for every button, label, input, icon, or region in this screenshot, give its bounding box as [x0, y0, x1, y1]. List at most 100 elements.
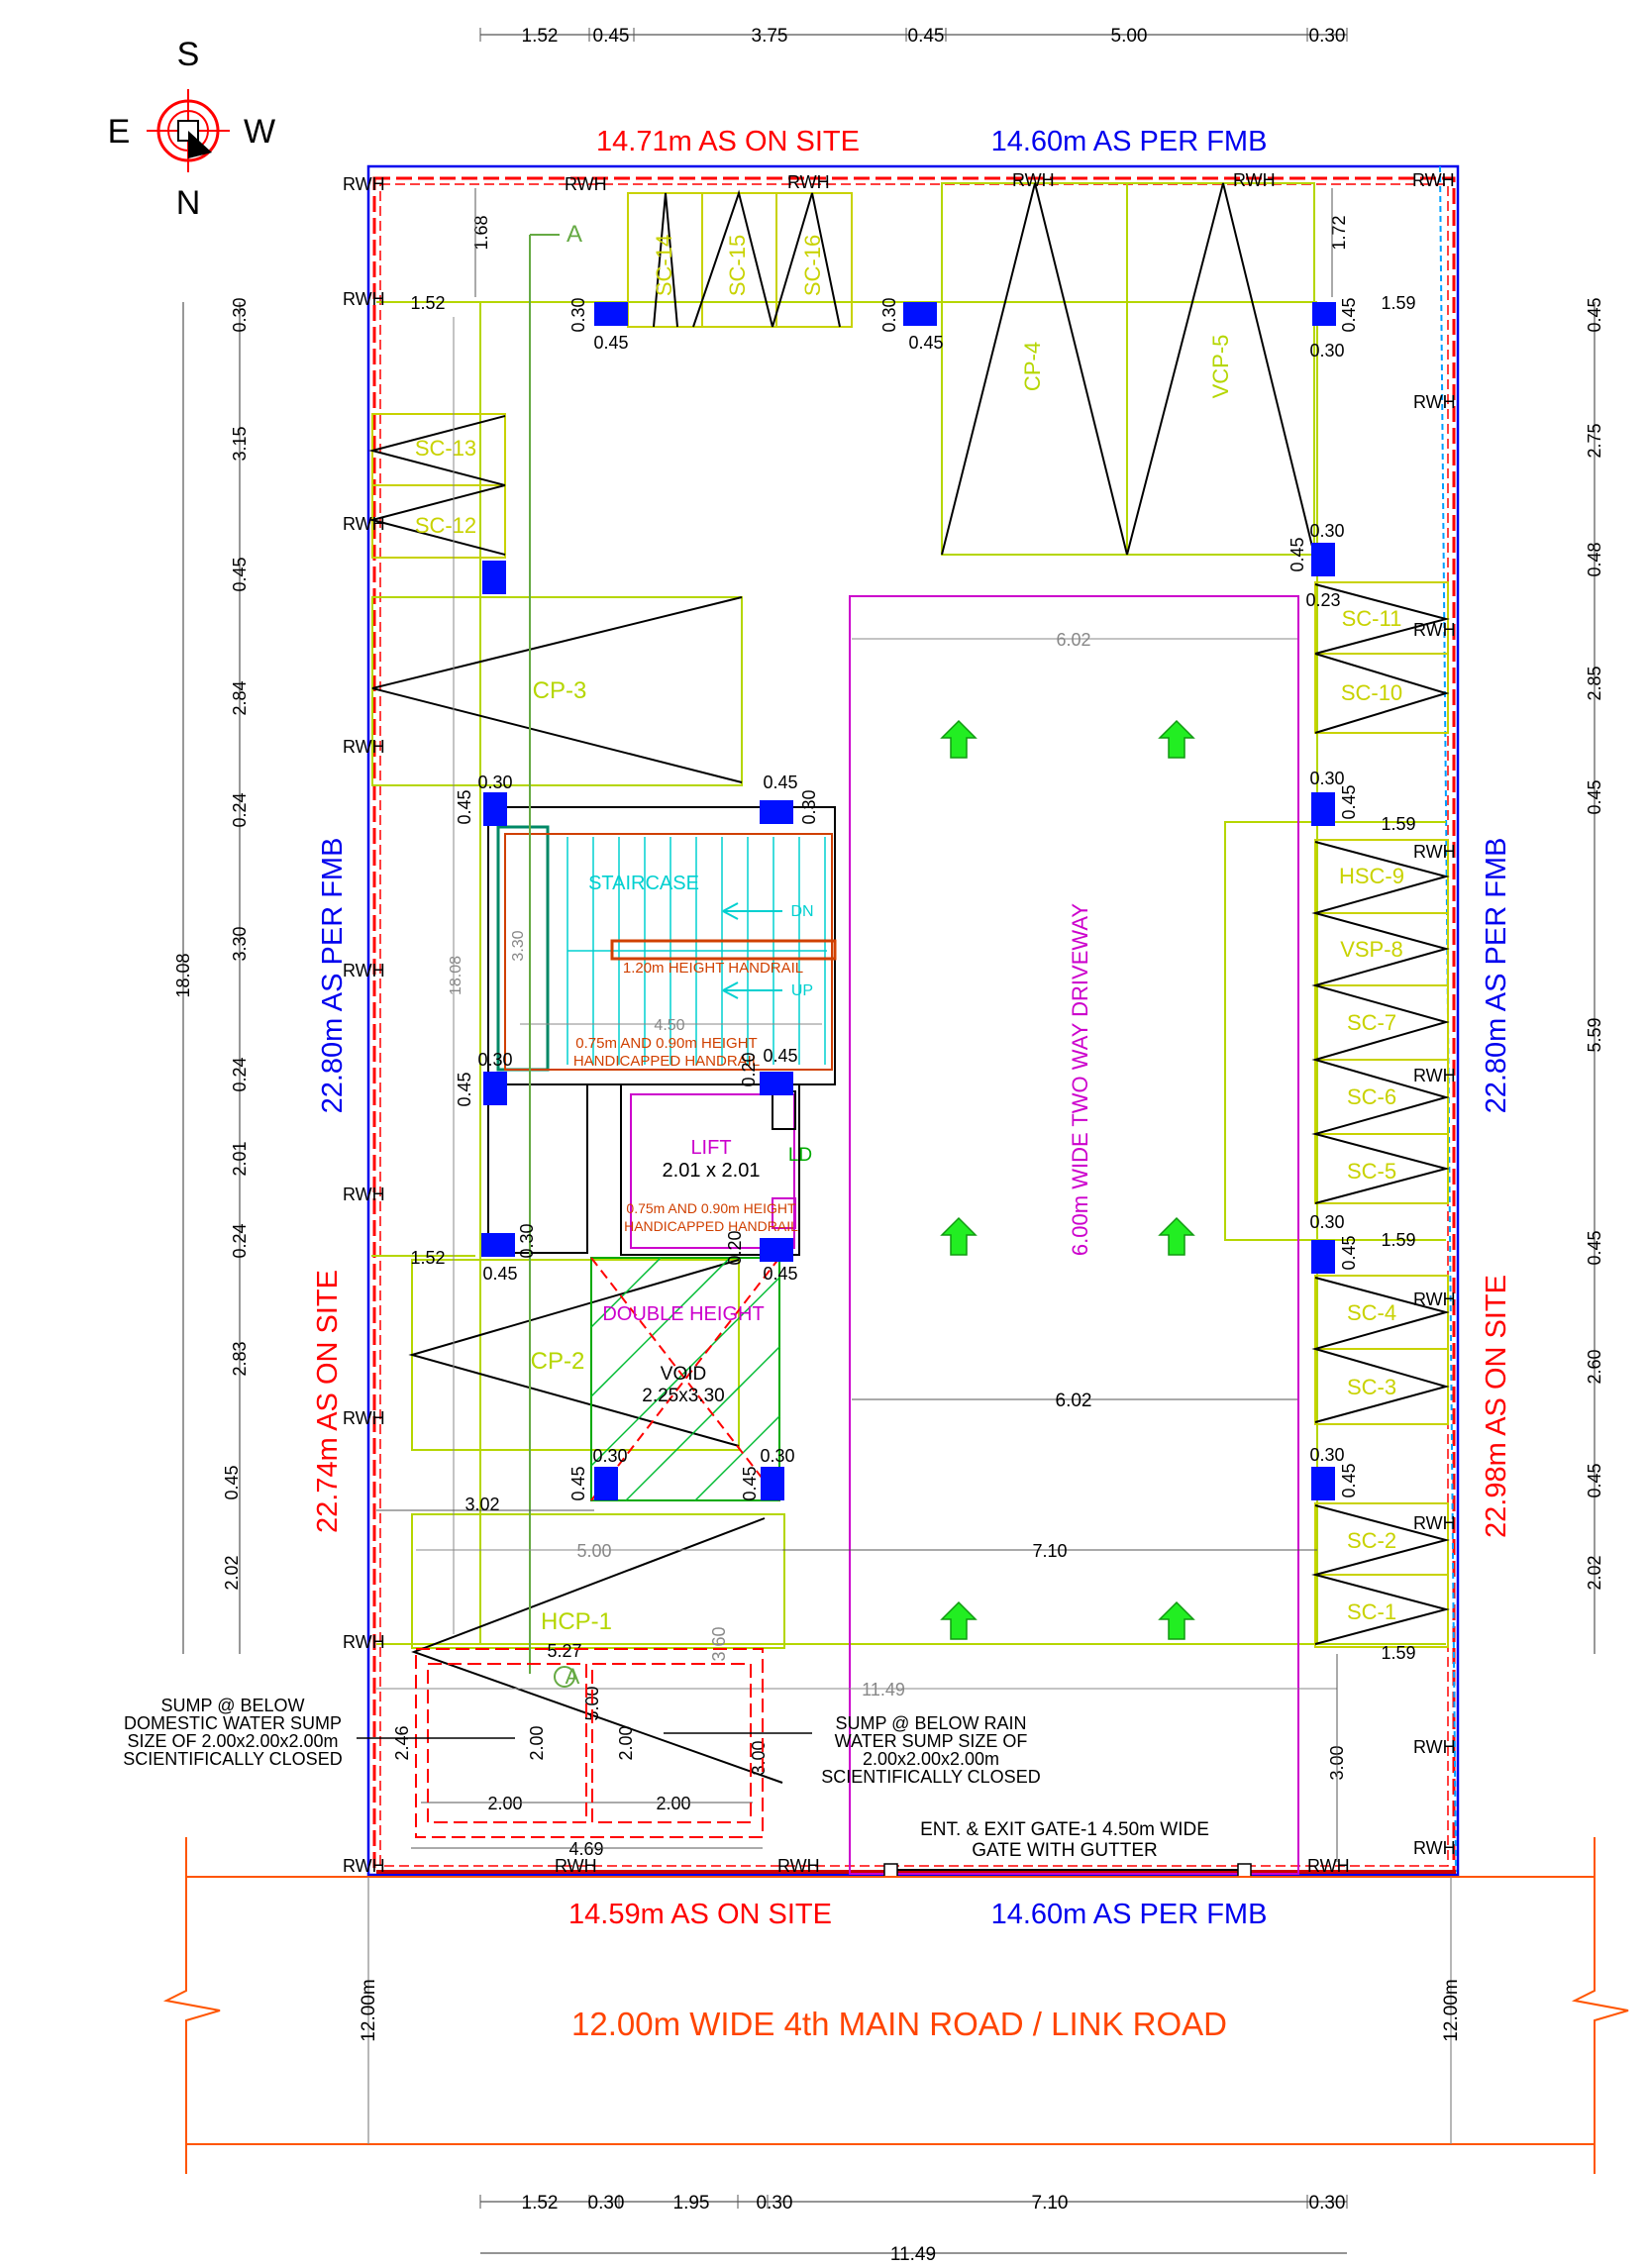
slot-cp2: CP-2 — [531, 1348, 585, 1375]
lift-door-label: LD — [788, 1145, 812, 1166]
slot-vsp8: VSP-8 — [1340, 937, 1403, 962]
rwh-label: RWH — [343, 289, 385, 309]
dim-bottom-1: 1.52 — [522, 2193, 559, 2214]
rwh-label: RWH — [1413, 1289, 1456, 1309]
compass-e: E — [108, 113, 131, 151]
rwh-label: RWH — [565, 174, 607, 194]
col-dim: 0.30 — [879, 297, 899, 332]
col-dim: 0.30 — [568, 297, 588, 332]
rwh-label: RWH — [343, 961, 385, 980]
dim-left-3: 0.45 — [230, 557, 250, 591]
rwh-label: RWH — [343, 174, 385, 194]
arrow-up-icon — [1158, 719, 1195, 759]
sump-rain-line4: SCIENTIFICALLY CLOSED — [821, 1767, 1040, 1787]
col-dim: 0.23 — [1305, 590, 1340, 610]
traffic-arrows — [940, 719, 1195, 1640]
rwh-label: RWH — [1413, 1838, 1456, 1858]
rwh-label: RWH — [343, 737, 385, 757]
left-fmb-length: 22.80m AS PER FMB — [317, 838, 349, 1114]
col-dim: 0.30 — [760, 1446, 794, 1466]
dim-left-1: 0.30 — [230, 297, 250, 332]
col-dim: 0.30 — [1309, 1212, 1344, 1232]
col-dim: 0.45 — [763, 1046, 797, 1066]
section-marker-top: A — [566, 221, 582, 248]
dim-top-1: 1.52 — [522, 26, 559, 47]
stair-length-dim-2: 18.08 — [448, 956, 464, 995]
col-dim: 0.45 — [482, 1264, 517, 1284]
dim-left-8: 2.01 — [230, 1141, 250, 1176]
gate-line2: GATE WITH GUTTER — [972, 1840, 1158, 1861]
bottom-site-length: 14.59m AS ON SITE — [568, 1899, 832, 1930]
lift-handrail-2: HANDICAPPED HANDRAIL — [624, 1218, 798, 1234]
void-label: VOID — [661, 1364, 706, 1385]
dim-bottom-6: 0.30 — [1309, 2193, 1346, 2214]
dim-200-d: 2.00 — [656, 1794, 690, 1813]
col-dim: 0.45 — [1339, 784, 1359, 819]
slot-sc11: SC-11 — [1342, 606, 1402, 631]
rwh-pits: RWH RWH RWH RWH RWH RWH RWH RWH RWH RWH … — [343, 170, 1456, 1876]
rwh-label: RWH — [343, 514, 385, 534]
section-line-a: A A — [529, 221, 582, 1689]
columns — [481, 302, 1336, 1500]
lift-label: LIFT — [690, 1137, 731, 1159]
staircase-label: STAIRCASE — [588, 873, 699, 894]
top-site-length: 14.71m AS ON SITE — [596, 126, 860, 157]
arrow-up-icon — [1158, 1600, 1195, 1640]
col-dim: 0.45 — [1339, 297, 1359, 332]
dim-right-5: 0.45 — [1585, 779, 1604, 814]
dim-left-5: 0.24 — [230, 792, 250, 827]
left-dimension-string: 18.08 0.30 3.15 0.45 2.84 0.24 3.30 0.24… — [173, 297, 250, 1654]
parking-cp3: CP-3 — [371, 596, 743, 786]
sump-domestic-line1: SUMP @ BELOW — [161, 1696, 305, 1715]
slot-sc2: SC-2 — [1347, 1528, 1396, 1553]
road: 12.00m 12.00m 12.00m WIDE 4th MAIN ROAD … — [162, 1837, 1629, 2174]
slot-sc13: SC-13 — [415, 436, 476, 461]
dim-500: 5.00 — [576, 1541, 611, 1561]
dim-bottom-total: 11.49 — [890, 2244, 936, 2265]
site-boundary — [366, 164, 1460, 1877]
stair-handrail-2: HANDICAPPED HANDRAIL — [573, 1053, 760, 1070]
col-dim: 0.30 — [799, 789, 819, 824]
dim-bottom-3: 1.95 — [673, 2193, 710, 2214]
dim-1149: 11.49 — [862, 1680, 905, 1700]
column-dimensions: 0.30 0.45 0.30 0.45 0.45 0.30 0.30 0.45 … — [455, 297, 1359, 1500]
arrow-up-icon — [940, 1216, 978, 1256]
dim-right-7: 0.45 — [1585, 1230, 1604, 1265]
driveway-width-2: 6.02 — [1056, 1391, 1092, 1411]
dim-top-2: 0.45 — [593, 26, 630, 47]
arrow-up-icon — [940, 719, 978, 759]
dim-152-mid: 1.52 — [410, 1248, 445, 1268]
dim-200-c: 2.00 — [487, 1794, 522, 1813]
driveway-label: 6.00m WIDE TWO WAY DRIVEWAY — [1068, 903, 1092, 1256]
stair-width-dim: 4.50 — [654, 1017, 684, 1034]
dim-bottom-2: 0.30 — [588, 2193, 625, 2214]
slot-sc7: SC-7 — [1347, 1010, 1396, 1035]
void-size: 2.25x3.30 — [642, 1386, 724, 1406]
right-fmb-length: 22.80m AS PER FMB — [1481, 838, 1512, 1114]
staircase: STAIRCASE DN UP 1.20m HEIGHT HANDRAIL 4.… — [448, 317, 837, 1634]
dim-159-c: 1.59 — [1381, 1230, 1415, 1250]
col-dim: 0.45 — [593, 333, 628, 353]
right-dimension-string: 0.45 2.75 0.48 2.85 0.45 5.59 0.45 2.60 … — [1585, 297, 1604, 1654]
slot-sc6: SC-6 — [1347, 1084, 1396, 1109]
double-height-void: DOUBLE HEIGHT VOID 2.25x3.30 — [590, 1257, 780, 1501]
dim-left-4: 2.84 — [230, 680, 250, 715]
dim-right-6: 5.59 — [1585, 1017, 1604, 1052]
rwh-label: RWH — [1412, 170, 1455, 190]
dim-left-6: 3.30 — [230, 926, 250, 961]
compass-s: S — [177, 36, 200, 73]
dim-159-b: 1.59 — [1381, 814, 1415, 834]
dim-469: 4.69 — [568, 1839, 603, 1859]
dim-159-d: 1.59 — [1381, 1643, 1415, 1663]
slot-sc12: SC-12 — [415, 513, 476, 538]
stair-down-label: DN — [790, 903, 813, 920]
rwh-label: RWH — [343, 1856, 385, 1876]
dim-right-8: 2.60 — [1585, 1349, 1604, 1384]
arrow-left-icon — [722, 902, 782, 920]
section-marker-bottom: A — [566, 1664, 580, 1689]
stair-handrail-1: 0.75m AND 0.90m HEIGHT — [575, 1035, 757, 1052]
col-dim: 0.45 — [1339, 1463, 1359, 1497]
driveway: 6.02 6.02 6.00m WIDE TWO WAY DRIVEWAY — [849, 595, 1299, 1875]
rwh-label: RWH — [1307, 1856, 1350, 1876]
rwh-label: RWH — [343, 1185, 385, 1204]
